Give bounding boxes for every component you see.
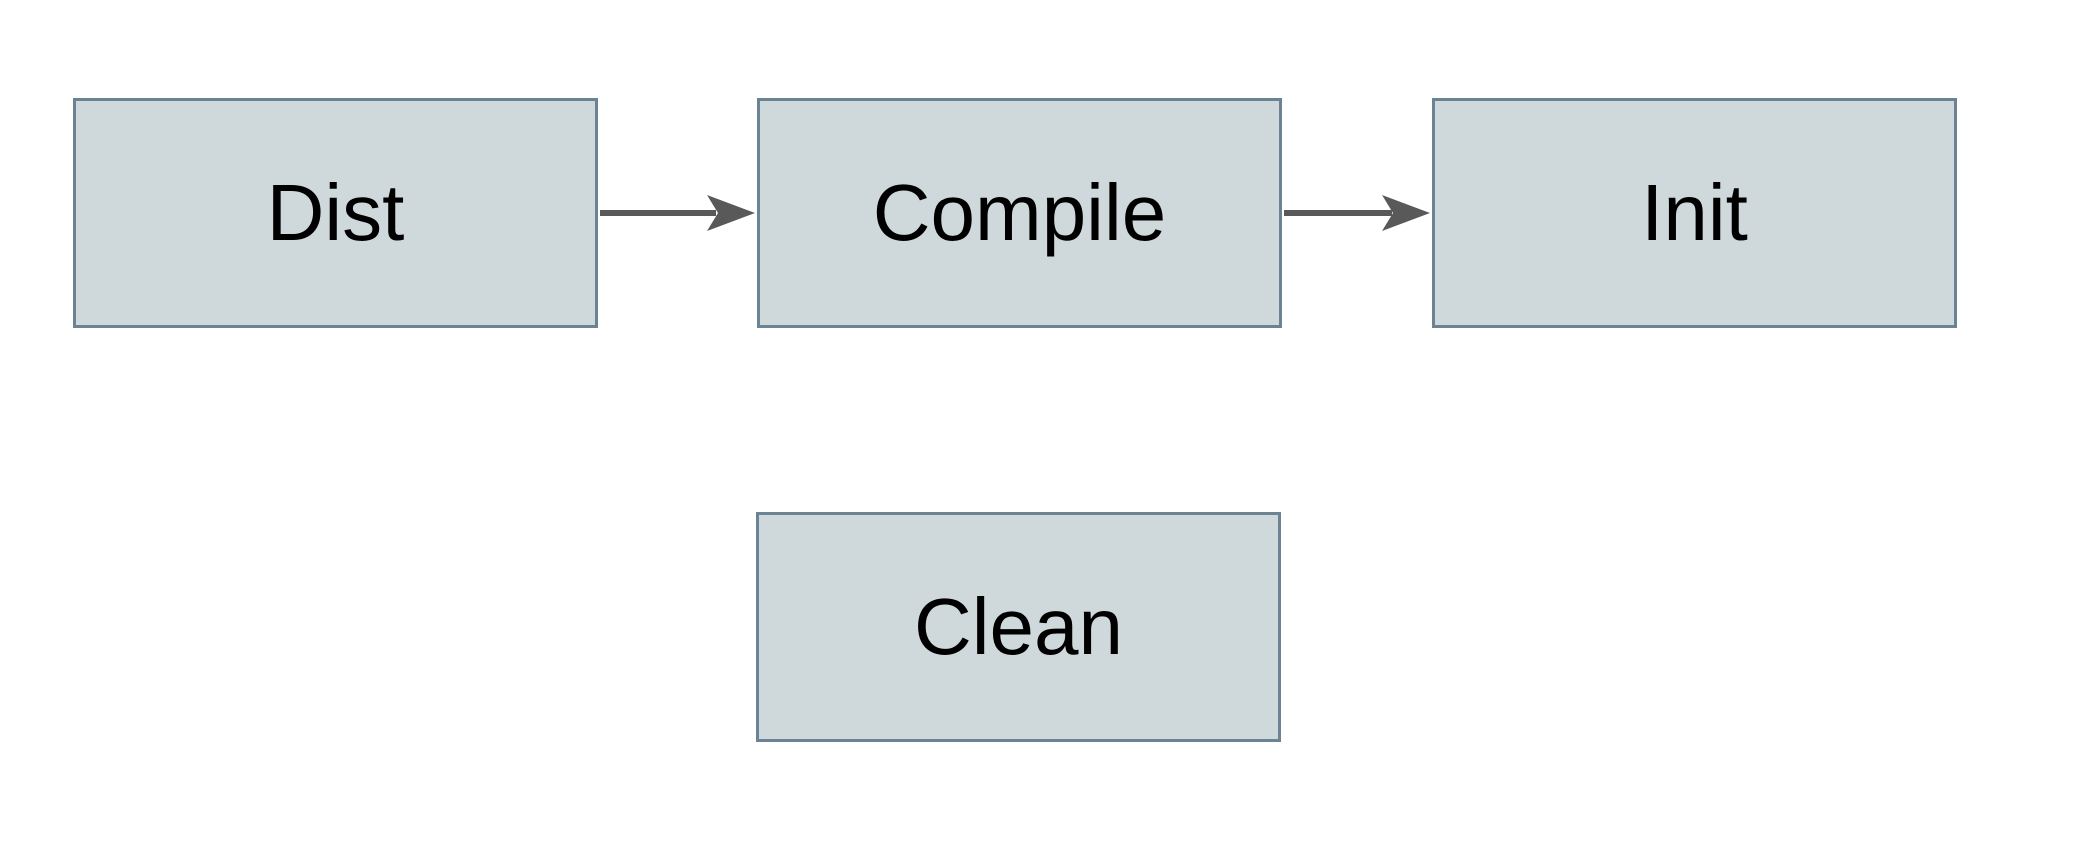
node-clean-label: Clean: [913, 582, 1124, 671]
node-compile-label: Compile: [872, 168, 1167, 257]
node-compile[interactable]: Compile: [757, 98, 1282, 328]
arrowhead-icon: [1382, 195, 1430, 231]
arrowhead-icon: [707, 195, 755, 231]
node-init-label: Init: [1641, 168, 1748, 257]
node-dist[interactable]: Dist: [73, 98, 598, 328]
node-clean[interactable]: Clean: [756, 512, 1281, 742]
arrow-compile-to-init: [1284, 195, 1430, 231]
node-dist-label: Dist: [266, 168, 405, 257]
arrow-dist-to-compile: [600, 195, 755, 231]
node-init[interactable]: Init: [1432, 98, 1957, 328]
